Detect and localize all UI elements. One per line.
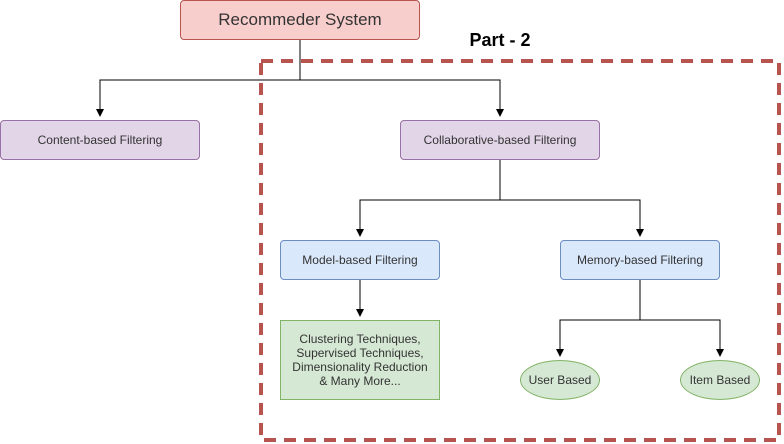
model-techniques-node: Clustering Techniques, Supervised Techni… xyxy=(280,320,440,400)
user-based-label: User Based xyxy=(528,373,592,387)
part-2-dashed-region xyxy=(259,59,781,442)
content-based-filtering-label: Content-based Filtering xyxy=(37,133,163,147)
root-node: Recommeder System xyxy=(180,0,420,40)
content-based-filtering-node: Content-based Filtering xyxy=(0,120,200,160)
model-based-filtering-node: Model-based Filtering xyxy=(280,240,440,280)
model-technique-line: Clustering Techniques, xyxy=(299,332,421,346)
memory-based-filtering-node: Memory-based Filtering xyxy=(560,240,720,280)
connector-memory-to-user xyxy=(556,280,641,357)
model-technique-line: & Many More... xyxy=(319,374,401,388)
collaborative-based-filtering-label: Collaborative-based Filtering xyxy=(423,133,577,147)
connector-collaborative-to-memory xyxy=(500,199,644,237)
connector-root-to-collaborative xyxy=(300,79,504,117)
model-technique-line: Supervised Techniques, xyxy=(296,346,424,360)
memory-based-filtering-label: Memory-based Filtering xyxy=(576,253,704,267)
model-based-filtering-label: Model-based Filtering xyxy=(302,253,418,267)
item-based-label: Item Based xyxy=(689,373,751,387)
item-based-node: Item Based xyxy=(680,360,760,400)
connector-memory-to-item xyxy=(640,319,724,357)
connectors xyxy=(96,40,724,357)
root-node-label: Recommeder System xyxy=(218,10,382,29)
user-based-node: User Based xyxy=(520,360,600,400)
model-technique-line: Dimensionality Reduction xyxy=(292,360,428,374)
part-2-label: Part - 2 xyxy=(469,30,531,50)
collaborative-based-filtering-node: Collaborative-based Filtering xyxy=(400,120,600,160)
connector-collaborative-to-model xyxy=(356,160,501,237)
connector-root-to-content xyxy=(96,40,301,117)
